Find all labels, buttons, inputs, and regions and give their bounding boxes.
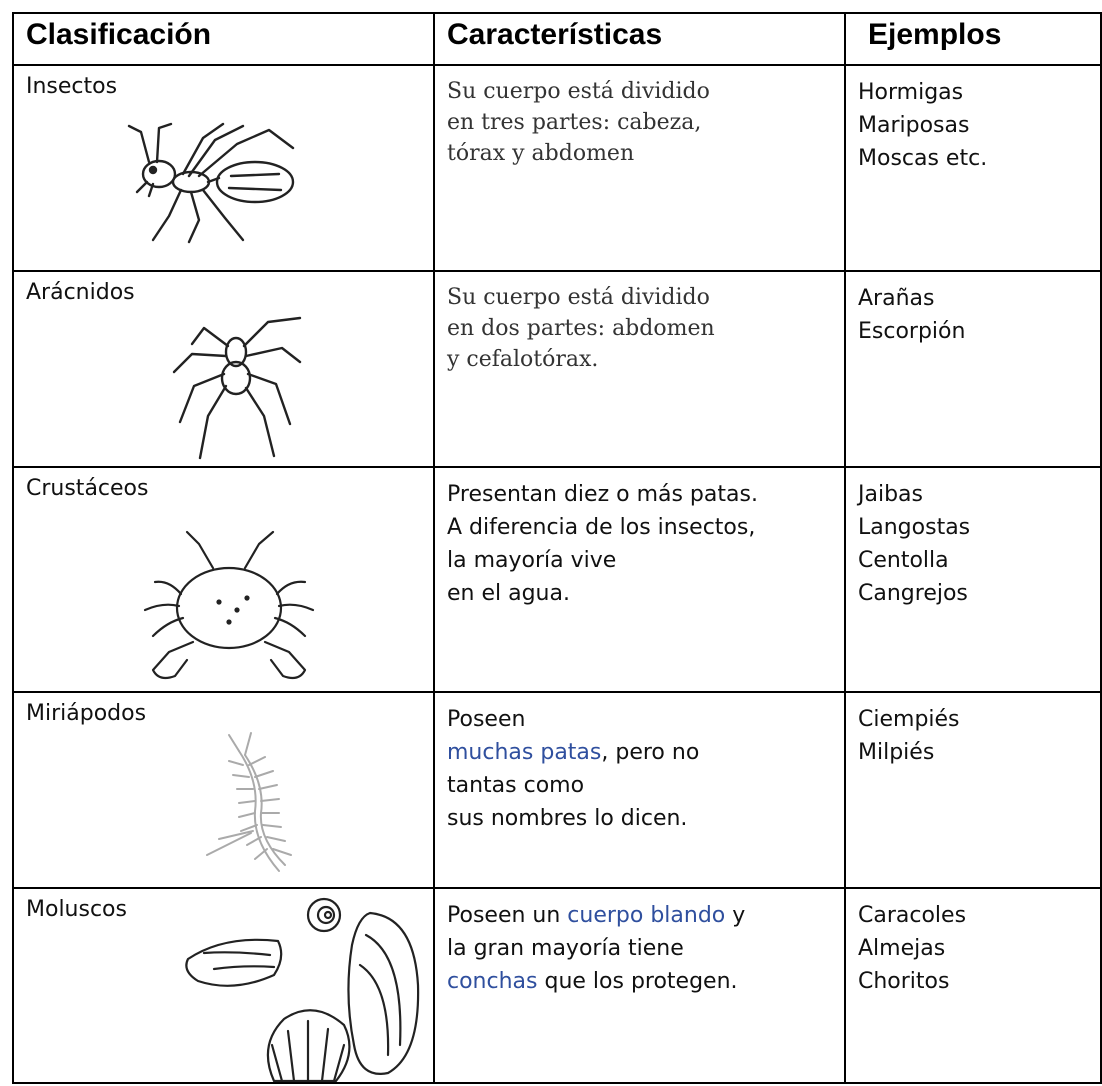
feature-text: Su cuerpo está dividido (447, 79, 710, 104)
feature-text: Su cuerpo está dividido (447, 285, 710, 310)
feature-line: muchas patas, pero no (447, 736, 836, 769)
feature-text: la gran mayoría tiene (447, 936, 684, 961)
feature-text: sus nombres lo dicen. (447, 806, 688, 831)
header-ejemplos: Ejemplos (844, 12, 1102, 66)
feature-line: Su cuerpo está dividido (447, 282, 836, 313)
spider-icon (164, 312, 304, 462)
classification-cell: Moluscos (12, 887, 435, 1085)
feature-line: Poseen (447, 703, 836, 736)
example-item: Milpiés (858, 740, 935, 765)
shells-icon (174, 895, 424, 1085)
features-cell: Poseen muchas patas, pero no tantas como… (433, 691, 846, 889)
classification-label: Moluscos (26, 897, 127, 922)
table-row: Miriápodos (12, 691, 1102, 889)
features-cell: Su cuerpo está dividido en tres partes: … (433, 64, 846, 272)
feature-text: , pero no (601, 740, 700, 765)
ant-icon (119, 118, 299, 246)
feature-highlight: cuerpo blando (567, 903, 726, 928)
example-item: Cangrejos (858, 581, 968, 606)
feature-text: tórax y abdomen (447, 141, 635, 166)
features-cell: Poseen un cuerpo blando y la gran mayorí… (433, 887, 846, 1084)
example-item: Ciempiés (858, 707, 960, 732)
feature-line: conchas que los protegen. (447, 965, 836, 998)
feature-line: la gran mayoría tiene (447, 932, 836, 965)
header-clasificacion: Clasificación (12, 12, 435, 66)
example-item: Escorpión (858, 319, 966, 344)
example-item: Moscas etc. (858, 146, 988, 171)
classification-cell: Arácnidos (12, 270, 435, 468)
feature-line: A diferencia de los insectos, (447, 511, 836, 544)
example-item: Choritos (858, 969, 950, 994)
feature-highlight: muchas patas (447, 740, 602, 765)
centipede-icon (199, 731, 319, 881)
examples-cell: Jaibas Langostas Centolla Cangrejos (844, 466, 1102, 693)
feature-line: y cefalotórax. (447, 344, 836, 375)
example-item: Hormigas (858, 80, 964, 105)
examples-cell: Caracoles Almejas Choritos (844, 887, 1102, 1084)
example-item: Langostas (858, 515, 971, 540)
classification-label: Arácnidos (26, 280, 135, 305)
classification-cell: Miriápodos (12, 691, 435, 889)
feature-line: en dos partes: abdomen (447, 313, 836, 344)
feature-text: Poseen un (447, 903, 568, 928)
feature-line: la mayoría vive (447, 544, 836, 577)
classification-table: Clasificación Características Ejemplos I… (12, 12, 1102, 1084)
classification-label: Crustáceos (26, 476, 149, 501)
header-caracteristicas: Características (433, 12, 846, 66)
feature-text: la mayoría vive (447, 548, 617, 573)
example-item: Mariposas (858, 113, 970, 138)
examples-cell: Ciempiés Milpiés (844, 691, 1102, 889)
header-row: Clasificación Características Ejemplos (12, 12, 1102, 66)
feature-line: sus nombres lo dicen. (447, 802, 836, 835)
feature-line: Su cuerpo está dividido (447, 76, 836, 107)
table-row: Arácnidos Su cuerpo está dividido en dos… (12, 270, 1102, 468)
feature-text: que los protegen. (537, 969, 738, 994)
feature-line: Poseen un cuerpo blando y (447, 899, 836, 932)
table-row: Crustáceos Presentan (12, 466, 1102, 693)
feature-text: Presentan diez o más patas. (447, 482, 758, 507)
feature-text: tantas como (447, 773, 585, 798)
feature-line: tantas como (447, 769, 836, 802)
feature-line: Presentan diez o más patas. (447, 478, 836, 511)
crab-icon (129, 510, 329, 685)
feature-line: en tres partes: cabeza, (447, 107, 836, 138)
feature-text: en tres partes: cabeza, (447, 110, 702, 135)
table-row: Insectos (12, 64, 1102, 272)
feature-text: y (725, 903, 746, 928)
example-item: Centolla (858, 548, 949, 573)
classification-cell: Crustáceos (12, 466, 435, 693)
example-item: Almejas (858, 936, 946, 961)
features-cell: Presentan diez o más patas. A diferencia… (433, 466, 846, 693)
feature-line: en el agua. (447, 577, 836, 610)
feature-text: A diferencia de los insectos, (447, 515, 756, 540)
feature-text: y cefalotórax. (447, 347, 599, 372)
example-item: Caracoles (858, 903, 967, 928)
classification-cell: Insectos (12, 64, 435, 272)
feature-highlight: conchas (447, 969, 538, 994)
feature-line: tórax y abdomen (447, 138, 836, 169)
example-item: Jaibas (858, 482, 923, 507)
examples-cell: Arañas Escorpión (844, 270, 1102, 468)
feature-text: en dos partes: abdomen (447, 316, 715, 341)
feature-text: en el agua. (447, 581, 570, 606)
example-item: Arañas (858, 286, 935, 311)
table-row: Moluscos Poseen un cuerpo blando y (12, 887, 1102, 1085)
examples-cell: Hormigas Mariposas Moscas etc. (844, 64, 1102, 272)
feature-text: Poseen (447, 707, 526, 732)
features-cell: Su cuerpo está dividido en dos partes: a… (433, 270, 846, 468)
classification-label: Miriápodos (26, 701, 147, 726)
classification-label: Insectos (26, 74, 118, 99)
